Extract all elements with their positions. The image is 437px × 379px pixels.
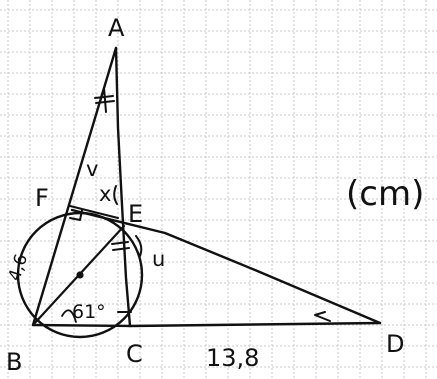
segment-fd [70,208,382,325]
point-label-f: F [35,184,49,212]
angle-marker-d [314,311,331,322]
angle-label-v: v [86,157,98,181]
point-label-d: D [386,330,404,358]
tick-marks-ec [111,241,130,251]
angle-label-b: 61° [72,301,106,323]
point-label-b: B [6,348,22,376]
tick-marks-af [94,87,115,113]
angle-arc-x [113,185,118,205]
segment-ac [114,46,132,328]
segment-fe [69,205,119,219]
point-label-c: C [126,340,143,368]
angle-label-u: u [152,247,165,271]
segment-ab [31,46,118,327]
segment-bd [31,321,382,328]
unit-label: (cm) [346,174,424,214]
point-label-e: E [128,200,143,228]
point-label-a: A [108,14,125,42]
right-angle-f [69,209,83,221]
length-label-cd: 13,8 [206,344,259,372]
segment-be [31,224,126,327]
angle-label-x: x [99,182,111,206]
angle-arc-u [135,235,143,257]
length-label-bf: 4,6 [5,252,32,284]
angle-arc-b [61,309,77,323]
